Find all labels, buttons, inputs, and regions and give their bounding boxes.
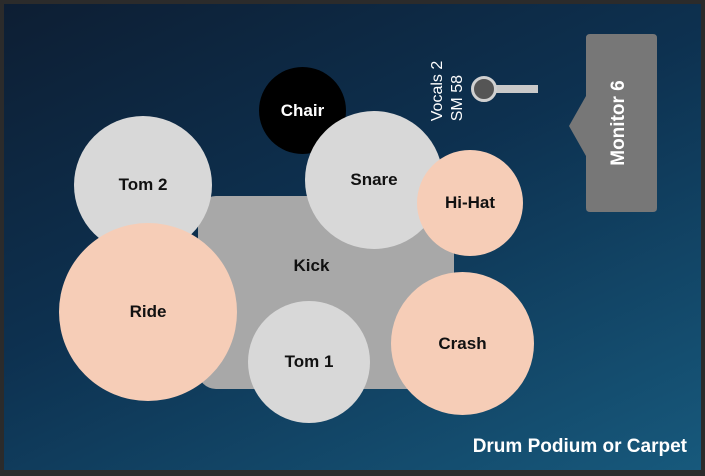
tom-1-drum: Tom 1 (248, 301, 370, 423)
monitor-wedge: Monitor 6 (564, 34, 657, 212)
hi-hat-label: Hi-Hat (444, 193, 496, 212)
crash-cymbal: Crash (391, 272, 534, 415)
microphone-icon (471, 76, 497, 102)
ride-label: Ride (129, 302, 167, 321)
crash-label: Crash (438, 333, 487, 353)
ride-cymbal: Ride (59, 223, 237, 401)
vocal-mic-model: SM 58 (449, 74, 466, 122)
snare-label: Snare (350, 170, 398, 189)
monitor-wedge-shape (569, 34, 657, 212)
vocal-mic-name: Vocals 2 (429, 60, 446, 122)
tom-2-label: Tom 2 (118, 175, 168, 194)
kick-label: Kick (293, 256, 330, 275)
vocal-mic-label: Vocals 2 SM 58 (418, 51, 478, 131)
mic-stand-boom (494, 85, 538, 93)
hi-hat-cymbal: Hi-Hat (417, 150, 523, 256)
chair-label: Chair (280, 100, 325, 120)
monitor-label: Monitor 6 (607, 80, 629, 166)
tom-1-label: Tom 1 (284, 352, 334, 371)
podium-label: Drum Podium or Carpet (472, 436, 687, 457)
snare-drum: Snare (305, 111, 443, 249)
